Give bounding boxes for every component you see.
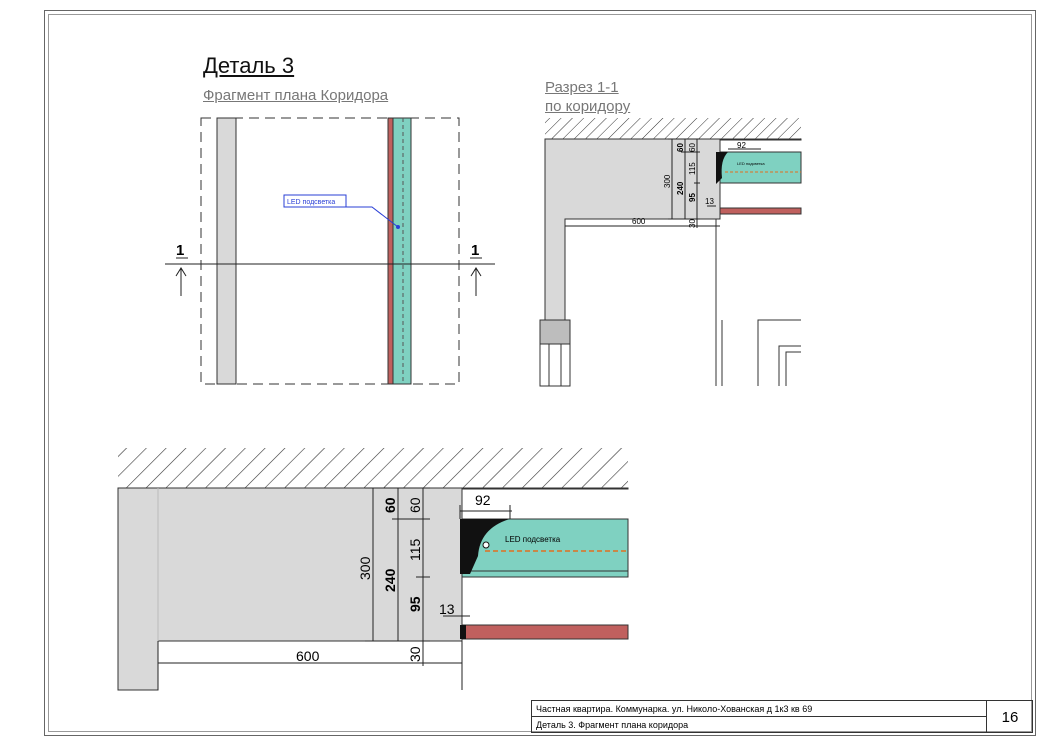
section-title-line1: Разрез 1-1 <box>545 79 619 96</box>
sheet-frame-outer <box>44 10 1036 736</box>
detail-dim-300: 300 <box>357 556 373 580</box>
section-title-line2: по коридору <box>545 98 631 115</box>
detail-dim-60a: 60 <box>382 497 398 513</box>
detail-dim-115: 115 <box>407 538 423 561</box>
section-small-dim-60a: 60 <box>676 143 685 152</box>
plan-subtitle: Фрагмент плана Коридора <box>203 87 389 104</box>
section-small-jamb-top <box>539 319 571 345</box>
plan-crop-boundary <box>200 117 460 385</box>
detail-dim-13: 13 <box>439 601 455 617</box>
detail-large: LED подсветка 300 240 60 60 115 95 30 60… <box>117 448 629 691</box>
section-arrowhead-left <box>175 267 187 277</box>
detail-led-label: LED подсветка <box>505 535 561 544</box>
section-small-dim-60b: 60 <box>688 143 697 152</box>
plan-led-label: LED подсветка <box>287 199 335 206</box>
section-small-dim-13: 13 <box>705 197 714 206</box>
section-small-dim-lines <box>565 138 761 228</box>
title-block-sheet-number: 16 <box>1001 708 1019 726</box>
detail-led-bulb-icon <box>482 541 490 549</box>
detail-red-wall <box>461 624 629 640</box>
detail-dim-240: 240 <box>382 568 398 592</box>
detail-dim-600: 600 <box>296 648 320 664</box>
title-block-project: Частная квартира. Коммунарка. ул. Николо… <box>532 701 987 717</box>
detail-cornice-profile <box>460 519 510 574</box>
detail-slab-hatch <box>118 448 628 488</box>
title-block: Частная квартира. Коммунарка. ул. Николо… <box>531 700 1033 733</box>
plan-left-wall <box>216 117 237 385</box>
section-small-red-wall <box>719 207 802 215</box>
plan-led-leader-dot <box>396 225 400 229</box>
title-block-sheet-name: Деталь 3. Фрагмент плана коридора <box>532 717 987 733</box>
section-small-led <box>719 151 802 184</box>
detail-dim-30: 30 <box>407 646 423 662</box>
detail-dim-95: 95 <box>407 596 423 612</box>
section-small-dim-240: 240 <box>676 181 685 195</box>
plan-led-label-box <box>283 194 347 208</box>
section-small-dim-30: 30 <box>688 219 697 228</box>
plan-led-strip <box>392 117 412 385</box>
section-small-slab-hatch <box>545 118 801 139</box>
section-small-dim-300: 300 <box>663 174 672 188</box>
section-mark-left: 1 <box>176 242 184 259</box>
plan-led-leader <box>346 206 399 228</box>
sheet-frame-inner <box>48 14 1032 732</box>
section-small-dim-115: 115 <box>688 162 697 175</box>
section-mark-right: 1 <box>471 242 479 259</box>
detail-wall-trim <box>460 625 466 639</box>
section-arrowhead-right <box>470 267 482 277</box>
section-small-dim-600: 600 <box>632 217 646 226</box>
plan-fragment: 1 1 LED подсветка <box>165 117 495 385</box>
section-small-dim-95: 95 <box>688 193 697 202</box>
detail-dim-lines <box>157 487 512 690</box>
section-title: Разрез 1-1 по коридору <box>545 78 630 116</box>
section-small-door-frame3 <box>785 351 801 386</box>
section-small: LED подсветка 300 240 60 60 115 95 30 <box>539 118 802 387</box>
detail-dim-60b: 60 <box>407 497 423 513</box>
section-small-door-frame <box>757 319 801 386</box>
detail-dim-92: 92 <box>475 492 491 508</box>
detail-title: Деталь 3 <box>203 53 295 78</box>
plan-red-wall <box>387 117 394 385</box>
section-small-cornice <box>716 152 728 184</box>
section-small-led-label: LED подсветка <box>737 161 765 166</box>
section-small-door-frame2 <box>778 345 801 386</box>
section-small-dim-92: 92 <box>737 141 746 150</box>
